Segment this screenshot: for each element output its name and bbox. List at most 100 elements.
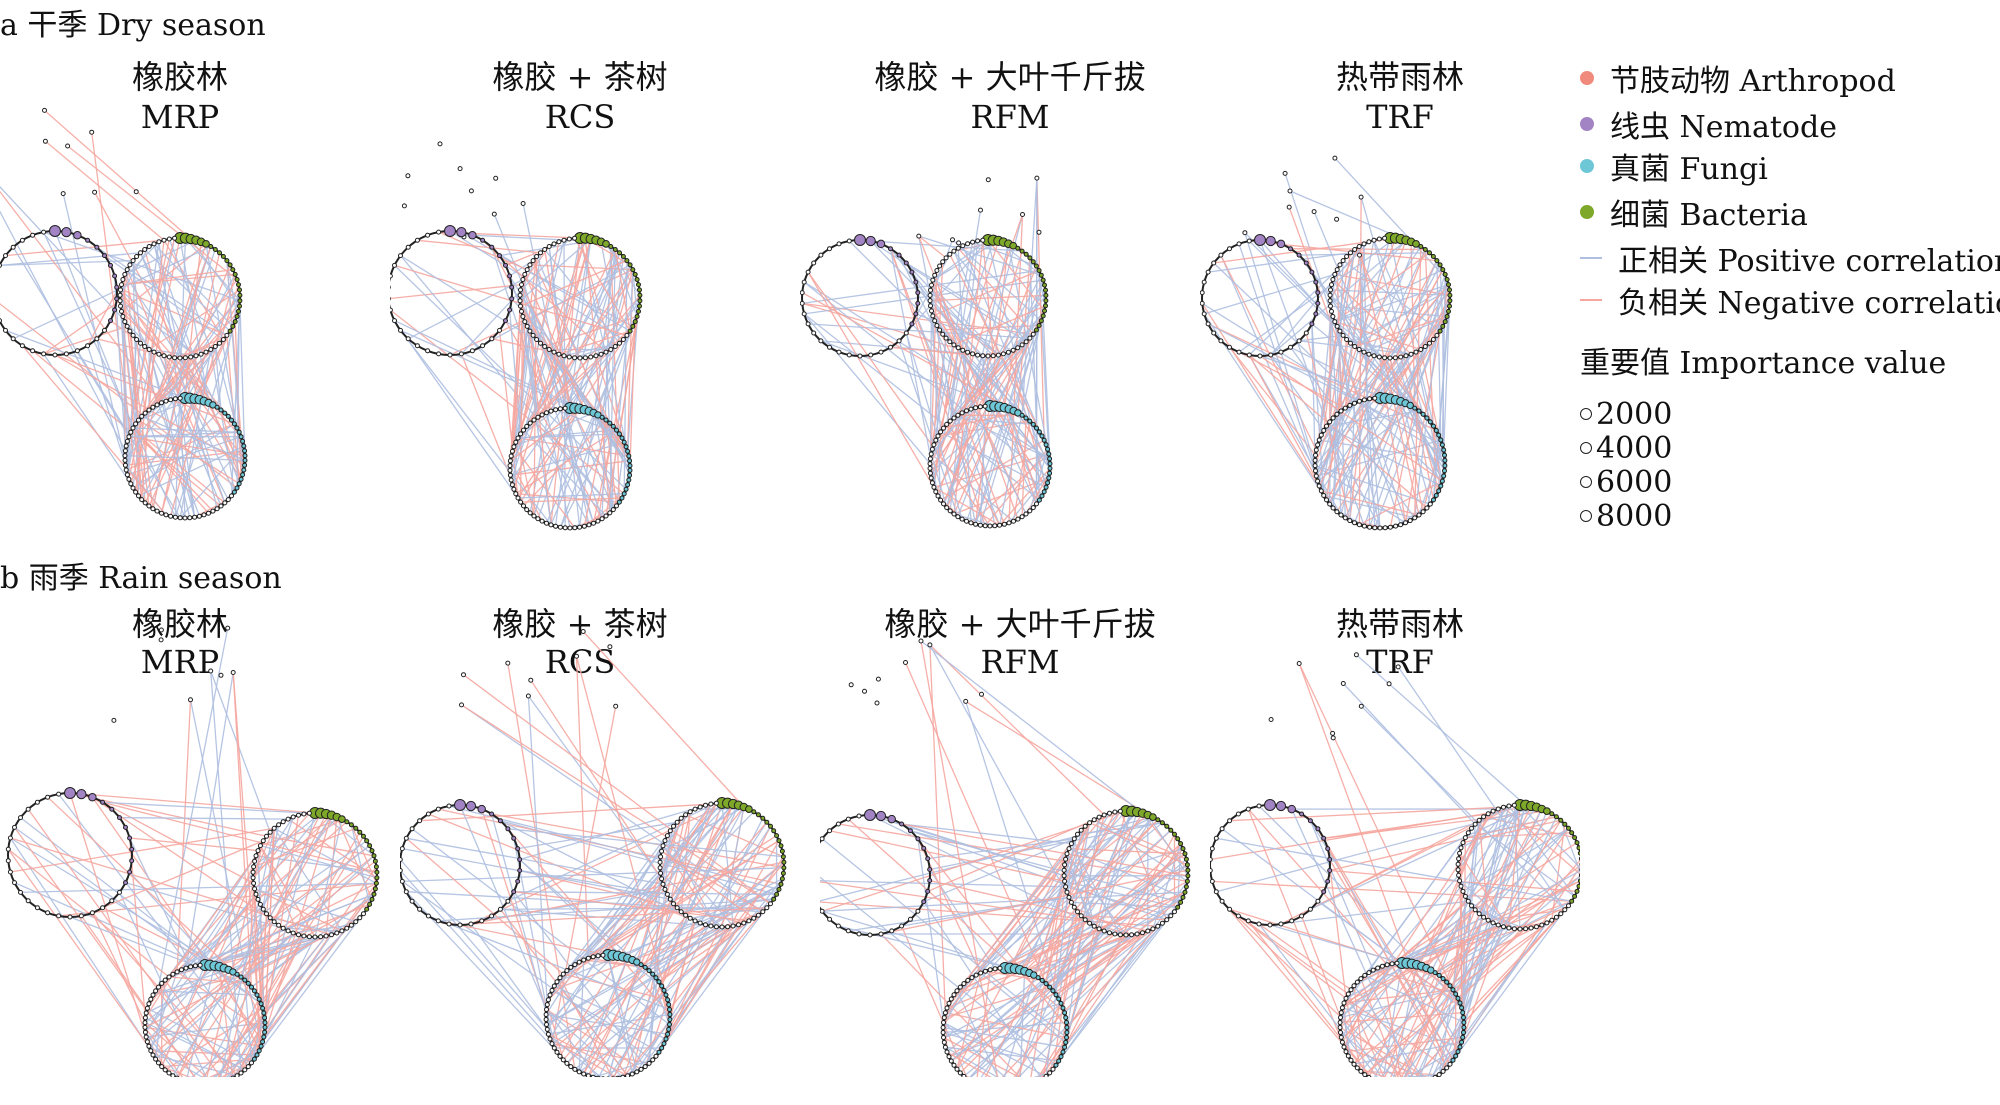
bacteria-node — [948, 252, 952, 256]
nematode-module-ring — [1202, 240, 1318, 356]
fungi-node — [1316, 443, 1320, 447]
fungi-node — [945, 1006, 949, 1010]
fungi-node — [164, 513, 168, 517]
nematode-node — [90, 911, 94, 915]
fungi-node — [1425, 506, 1429, 510]
nematode-node — [404, 890, 408, 894]
bacteria-node — [254, 854, 258, 858]
nematode-node — [1310, 270, 1314, 274]
bacteria-node — [373, 887, 377, 891]
size-ring-icon — [1580, 442, 1592, 454]
bacteria-node — [1496, 807, 1500, 811]
bacteria-node — [525, 268, 529, 272]
nematode-node — [836, 924, 840, 928]
fungi-node — [202, 513, 206, 517]
bacteria-node — [625, 259, 629, 263]
fungi-node — [1065, 1021, 1069, 1025]
bacteria-node — [518, 299, 522, 303]
fungi-node — [1385, 963, 1389, 967]
bacteria-node — [1044, 288, 1048, 292]
bacteria-node — [1118, 933, 1122, 937]
legend-item-bacteria: 细菌 Bacteria — [1580, 194, 1808, 230]
fungi-node — [1057, 1059, 1061, 1063]
fungi-node — [956, 413, 960, 417]
bacteria-node — [1345, 338, 1349, 342]
fungi-node — [226, 498, 230, 502]
fungi-node — [988, 968, 992, 972]
fungi-node — [934, 438, 938, 442]
bacteria-node — [948, 340, 952, 344]
nematode-node — [13, 881, 17, 885]
bacteria-node — [1457, 857, 1461, 861]
fungi-node — [1317, 484, 1321, 488]
fungi-node — [1065, 1026, 1069, 1030]
nematode-node — [928, 868, 932, 872]
fungi-node — [1368, 525, 1372, 529]
fungi-node — [1051, 1067, 1055, 1071]
bacteria-node — [765, 906, 769, 910]
fungi-node — [630, 1072, 634, 1076]
nematode-node — [62, 227, 71, 236]
nematode-node — [1257, 804, 1261, 808]
bacteria-node — [370, 897, 374, 901]
bacteria-node — [1064, 885, 1068, 889]
correlation-edge — [68, 146, 238, 280]
fungi-node — [657, 1050, 661, 1054]
bacteria-node — [120, 283, 124, 287]
bacteria-node — [1328, 293, 1332, 297]
fungi-node — [263, 1021, 267, 1025]
bacteria-node — [737, 923, 741, 927]
fungi-node — [930, 481, 934, 485]
fungi-node — [1454, 1054, 1458, 1058]
bacteria-node — [1383, 236, 1387, 240]
bacteria-node — [1039, 319, 1043, 323]
fungi-node — [563, 526, 567, 530]
nematode-node — [418, 819, 422, 823]
fungi-node — [1044, 982, 1048, 986]
fungi-node — [600, 517, 604, 521]
arthropod-node — [1243, 231, 1247, 235]
fungi-node — [546, 1032, 550, 1036]
bacteria-node — [1329, 288, 1333, 292]
bacteria-node — [1570, 899, 1574, 903]
bacteria-node — [956, 246, 960, 250]
fungi-node — [929, 452, 933, 456]
arthropod-node — [1354, 653, 1358, 657]
nematode-node — [868, 933, 872, 937]
bacteria-node — [1335, 268, 1339, 272]
fungi-node — [1340, 1040, 1344, 1044]
bacteria-node — [693, 807, 697, 811]
bacteria-node — [1130, 933, 1134, 937]
bacteria-node — [660, 877, 664, 881]
fungi-node — [928, 462, 932, 466]
fungi-node — [1319, 489, 1323, 493]
bacteria-node — [235, 315, 239, 319]
bacteria-node — [638, 304, 642, 308]
fungi-node — [147, 1002, 151, 1006]
arthropod-node — [1331, 736, 1335, 740]
fungi-node — [1363, 973, 1367, 977]
bacteria-node — [966, 242, 970, 246]
bacteria-node — [1028, 256, 1032, 260]
bacteria-node — [231, 324, 235, 328]
arthropod-node — [43, 139, 47, 143]
bacteria-node — [618, 341, 622, 345]
nematode-node — [1326, 847, 1330, 851]
nematode-node — [916, 909, 920, 913]
nematode-node — [1288, 805, 1295, 812]
bacteria-node — [125, 324, 129, 328]
fungi-node — [550, 1042, 554, 1046]
bacteria-node — [1414, 350, 1418, 354]
arthropod-node — [469, 189, 473, 193]
bacteria-node — [238, 304, 242, 308]
size-ring-icon — [1580, 408, 1592, 420]
bacteria-node — [1135, 932, 1139, 936]
fungi-node — [252, 989, 256, 993]
bacteria-node — [775, 834, 779, 838]
fungi-node — [1421, 510, 1425, 514]
fungi-node — [983, 404, 987, 408]
bacteria-node — [1173, 910, 1177, 914]
fungi-node — [966, 978, 970, 982]
nematode-node — [828, 829, 832, 833]
legend-importance-title: 重要值 Importance value — [1580, 342, 1946, 378]
